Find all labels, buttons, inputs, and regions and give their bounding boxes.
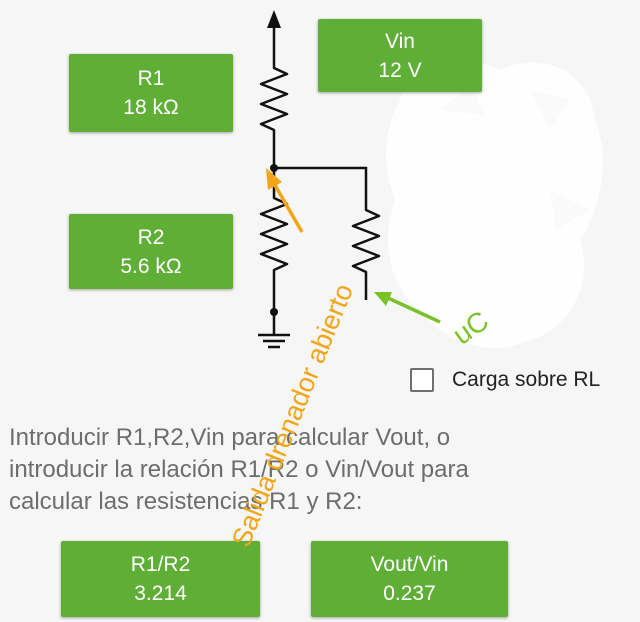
resistor-rl-symbol <box>351 204 381 300</box>
resistor-r1-symbol <box>259 62 289 168</box>
resistor-r2-symbol <box>259 168 289 312</box>
r2-box[interactable]: R2 5.6 kΩ <box>69 214 233 289</box>
ground-icon <box>258 312 290 349</box>
junction-dot <box>270 164 278 172</box>
instructions-text: Introducir R1,R2,Vin para calcular Vout,… <box>9 422 609 518</box>
vout-vin-label: Vout/Vin <box>370 553 449 576</box>
vout-vin-box[interactable]: Vout/Vin 0.237 <box>311 541 508 617</box>
instructions-line-1: Introducir R1,R2,Vin para calcular Vout,… <box>9 424 451 451</box>
vin-label: Vin <box>385 29 415 53</box>
vin-value: 12 V <box>378 58 422 82</box>
ratio-value: 3.214 <box>134 582 187 605</box>
load-checkbox-row[interactable]: Carga sobre RL <box>410 364 600 396</box>
uc-annotation: uC <box>447 304 495 351</box>
output-dot <box>270 308 278 316</box>
r1-label: R1 <box>137 67 165 90</box>
instructions-line-3: calcular las resistencias R1 y R2: <box>9 488 363 515</box>
r2-value: 5.6 kΩ <box>120 254 182 278</box>
vin-box[interactable]: Vin 12 V <box>318 19 482 92</box>
ratio-label: R1/R2 <box>130 553 191 576</box>
load-checkbox-label: Carga sobre RL <box>452 368 601 391</box>
instructions-line-2: introducir la relación R1/R2 o Vin/Vout … <box>9 456 469 483</box>
ratio-box[interactable]: R1/R2 3.214 <box>61 541 260 617</box>
vout-vin-value: 0.237 <box>383 582 436 605</box>
open-drain-arrow <box>266 168 304 233</box>
r1-value: 18 kΩ <box>123 96 179 119</box>
load-checkbox[interactable] <box>410 368 434 392</box>
r1-box[interactable]: R1 18 kΩ <box>69 54 233 132</box>
uc-arrow <box>374 292 441 324</box>
r2-label: R2 <box>137 225 165 249</box>
junction-wire <box>274 166 368 204</box>
vin-arrow <box>267 10 281 62</box>
